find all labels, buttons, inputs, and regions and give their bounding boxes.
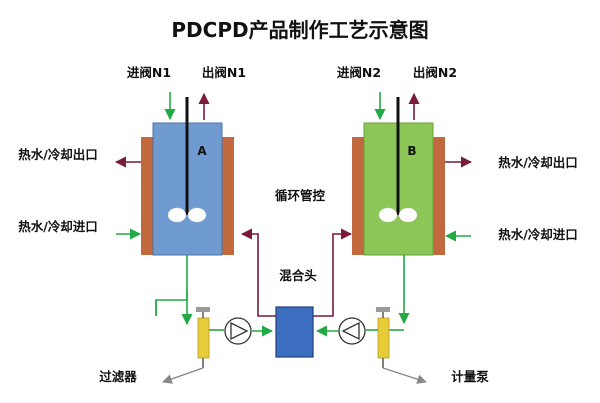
tank-a-jacket-inlet-label: 热水/冷却进口	[18, 219, 98, 234]
return-line-b	[313, 228, 353, 317]
tank-b-inlet-valve-label: 进阀N2	[337, 65, 381, 80]
mixing-head	[275, 306, 314, 358]
tank-a-impeller-blade	[167, 207, 187, 223]
filter-b	[376, 307, 390, 368]
pump-b-triangle-icon	[341, 321, 360, 341]
tank-a-impeller-blade	[187, 207, 207, 223]
tank-b-jacket-right	[433, 137, 445, 255]
tank-b-jacket-inlet-label: 热水/冷却进口	[498, 227, 578, 242]
tank-a-jacket-outlet-label: 热水/冷却出口	[18, 147, 98, 162]
circulation-control-label: 循环管控	[275, 188, 326, 203]
tank-b: B	[352, 97, 445, 256]
tank-b-impeller-blade	[398, 207, 418, 223]
filter-a-cap	[196, 307, 210, 312]
filter-label: 过滤器	[99, 369, 137, 384]
tank-b-letter: B	[407, 144, 416, 158]
tank-a-jacket-right	[222, 137, 234, 255]
tank-b-outlet-valve-label: 出阀N2	[413, 65, 457, 80]
return-line-a	[240, 228, 276, 317]
filter-a	[196, 307, 210, 368]
tank-b-jacket-left	[352, 137, 364, 255]
tank-a-feed-line	[155, 255, 188, 316]
pump-a-triangle-icon	[230, 321, 249, 341]
mixing-head-label: 混合头	[279, 268, 317, 283]
filter-pointer-arrow	[162, 367, 204, 384]
tank-a-jacket-left	[141, 137, 153, 255]
tank-a-letter: A	[197, 144, 207, 158]
pump-a	[224, 317, 252, 345]
meter-pump-label: 计量泵	[451, 369, 489, 384]
pump-b	[338, 317, 366, 345]
tank-a-outlet-valve-label: 出阀N1	[202, 65, 246, 80]
tank-a-down-pipe	[155, 255, 188, 315]
tank-b-jacket-outlet-label: 热水/冷却出口	[498, 155, 578, 170]
meter-pump-pointer-arrow	[382, 367, 427, 384]
tank-b-impeller-blade	[378, 207, 398, 223]
tank-a-inlet-valve-label: 进阀N1	[127, 65, 171, 80]
filter-b-cap	[376, 307, 390, 312]
tank-a: A	[141, 97, 234, 256]
filter-b-body	[377, 317, 390, 359]
filter-a-body	[197, 317, 210, 359]
diagram-title: PDCPD产品制作工艺示意图	[171, 18, 428, 42]
